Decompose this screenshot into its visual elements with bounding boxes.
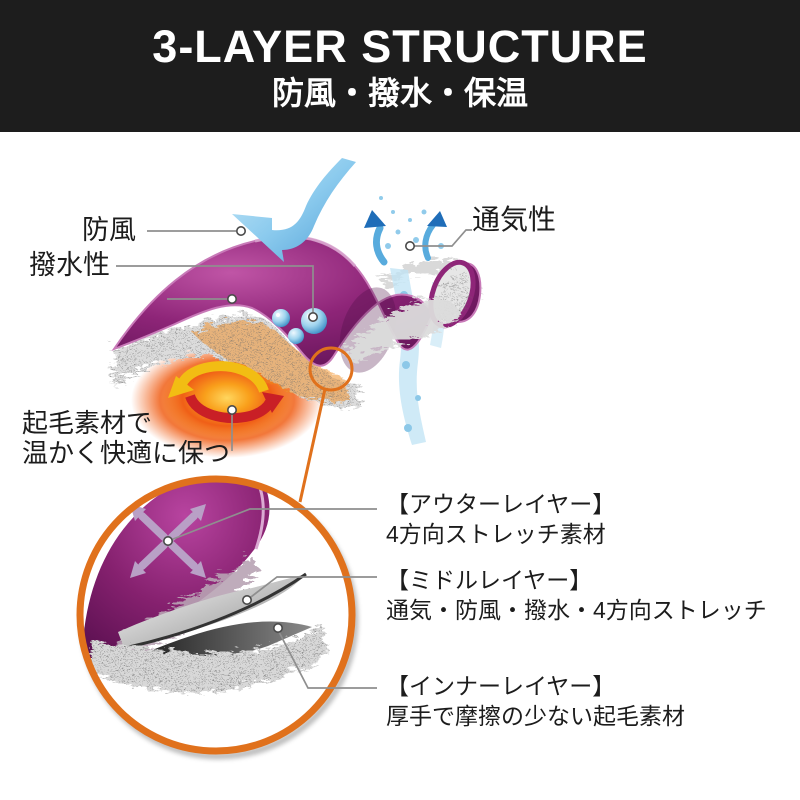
magnified-layer-view [76,475,359,760]
callout-inner-layer: 【インナーレイヤー】 厚手で摩擦の少ない起毛素材 [386,671,685,731]
lens-middle-layer [118,574,306,648]
warmth-note: 起毛素材で 温かく快適に保つ [22,408,230,468]
lens-fleece-layer [86,622,324,690]
page-subtitle: 防風・撥水・保温 [271,74,528,111]
callout-inner-heading: 【インナーレイヤー】 [386,673,616,699]
header-banner: 3-LAYER STRUCTURE 防風・撥水・保温 [0,0,800,132]
breathability-arrows-icon [364,196,447,266]
label-breathability: 通気性 [472,204,557,235]
callout-outer-layer: 【アウターレイヤー】 4方向ストレッチ素材 [386,489,615,549]
leader-dots [163,226,415,633]
warmth-note-line2: 温かく快適に保つ [22,438,231,468]
callout-outer-heading: 【アウターレイヤー】 [386,491,616,517]
label-water-repellency: 撥水性 [29,250,110,280]
page-title: 3-LAYER STRUCTURE [152,20,648,72]
four-way-stretch-cross-icon [130,504,206,578]
magnifier-circle-icon [298,346,354,503]
fleece-roll-front [340,294,456,360]
callout-middle-layer: 【ミドルレイヤー】 通気・防風・撥水・4方向ストレッチ [386,565,767,625]
callout-middle-description: 通気・防風・撥水・4方向ストレッチ [386,597,767,623]
warmth-note-line1: 起毛素材で [22,408,153,438]
callout-middle-heading: 【ミドルレイヤー】 [386,567,593,593]
leader-lines [116,229,472,689]
wind-deflect-arrow-icon [232,158,356,262]
label-windproof: 防風 [82,215,136,245]
fleece-under-layer [110,310,358,404]
lens-outer-layer [83,482,270,660]
callout-outer-description: 4方向ストレッチ素材 [386,521,606,547]
callout-inner-description: 厚手で摩擦の少ない起毛素材 [386,703,685,729]
heat-circulation-arrows-icon [168,361,284,423]
